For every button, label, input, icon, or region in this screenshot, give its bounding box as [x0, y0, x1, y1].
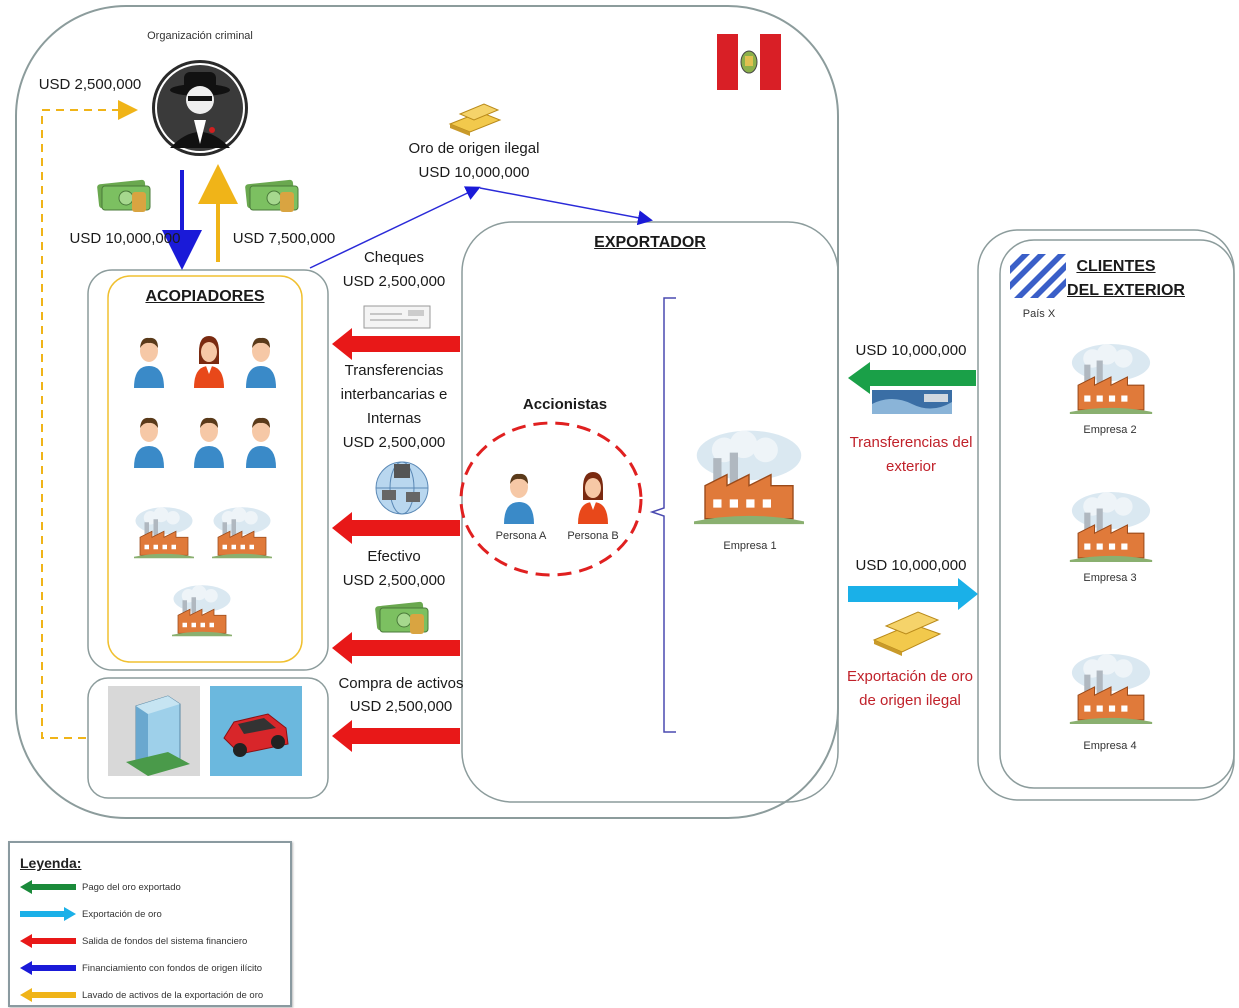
- transfer-label-3: Internas: [366, 410, 422, 427]
- clientes-inner-box: [999, 239, 1235, 789]
- legend-arrow-icon: [20, 880, 76, 894]
- legend-arrow-icon: [20, 988, 76, 1002]
- person-icon: [502, 470, 536, 531]
- factory-icon: [1064, 652, 1158, 729]
- car-icon: [210, 686, 302, 776]
- out-label-2: de origen ilegal: [859, 692, 961, 709]
- person-b-label: Persona B: [567, 530, 619, 542]
- acopiadores-outer-box: [87, 269, 329, 671]
- gold-bar-icon: [448, 103, 502, 136]
- acopiadores-title: ACOPIADORES: [145, 288, 265, 305]
- person-icon: [132, 334, 166, 395]
- blue-thin-arrow-1: [309, 186, 481, 269]
- activos-label: Compra de activos: [338, 675, 464, 692]
- factory-icon: [694, 426, 804, 531]
- client-company-label: Empresa 2: [1083, 424, 1137, 436]
- person-icon: [132, 414, 166, 475]
- person-icon: [244, 334, 278, 395]
- legend-item: Salida de fondos del sistema financiero: [20, 933, 247, 949]
- out-amount-label: USD 10,000,000: [855, 557, 967, 574]
- factory-icon: [1064, 342, 1158, 419]
- in-label-2: exterior: [885, 458, 937, 475]
- efectivo-label: Efectivo: [367, 548, 421, 565]
- network-icon: [375, 461, 429, 515]
- gold-bar-icon: [872, 611, 942, 656]
- legend-item: Exportación de oro: [20, 906, 162, 922]
- legend-item-label: Exportación de oro: [82, 908, 162, 920]
- country-flag-icon: [1010, 254, 1066, 298]
- shareholders-circle: [459, 421, 643, 577]
- clientes-title-2: DEL EXTERIOR: [1067, 282, 1185, 299]
- client-company-label: Empresa 3: [1083, 572, 1137, 584]
- legend-item-label: Pago del oro exportado: [82, 881, 181, 893]
- person-icon: [192, 414, 226, 475]
- company-bracket: [649, 297, 676, 733]
- activos-amount: USD 2,500,000: [349, 698, 453, 715]
- legend-arrow-icon: [20, 961, 76, 975]
- efectivo-amount: USD 2,500,000: [342, 572, 446, 589]
- factory-icon: [134, 504, 194, 565]
- legend-item-label: Salida de fondos del sistema financiero: [82, 935, 248, 947]
- legend-item-label: Financiamiento con fondos de origen ilíc…: [82, 962, 263, 974]
- org-label: Organización criminal: [147, 30, 253, 42]
- cheques-amount: USD 2,500,000: [342, 273, 446, 290]
- legend-item: Pago del oro exportado: [20, 879, 181, 895]
- transfer-amount: USD 2,500,000: [342, 434, 446, 451]
- person-icon: [192, 334, 226, 395]
- person-icon: [244, 414, 278, 475]
- factory-icon: [212, 504, 272, 565]
- transfer-icon: [872, 390, 952, 414]
- gold-label: Oro de origen ilegal: [408, 140, 540, 157]
- assets-box: [87, 677, 329, 799]
- money-icon: [245, 179, 299, 212]
- gold-amount-label: USD 10,000,000: [418, 164, 530, 181]
- cheque-icon: [363, 305, 431, 329]
- legend-arrow-icon: [20, 934, 76, 948]
- exportador-title: EXPORTADOR: [594, 234, 706, 251]
- building-icon: [108, 686, 200, 776]
- person-icon: [576, 470, 610, 531]
- client-company-label: Empresa 4: [1083, 740, 1137, 752]
- acopiadores-inner-box: [107, 275, 303, 663]
- green-arrow: [848, 362, 976, 394]
- legend-item: Lavado de activos de la exportación de o…: [20, 987, 263, 1003]
- up-amount-label: USD 7,500,000: [232, 230, 336, 247]
- country-label: País X: [1022, 308, 1056, 320]
- person-a-label: Persona A: [495, 530, 547, 542]
- money-icon: [97, 179, 151, 212]
- cheques-label: Cheques: [363, 249, 425, 266]
- usd-left-label: USD 2,500,000: [38, 76, 142, 93]
- clientes-title-1: CLIENTES: [1076, 258, 1156, 275]
- empresa-1-label: Empresa 1: [723, 540, 777, 552]
- factory-icon: [172, 582, 232, 643]
- factory-icon: [1064, 490, 1158, 567]
- legend-item: Financiamiento con fondos de origen ilíc…: [20, 960, 262, 976]
- legend-item-label: Lavado de activos de la exportación de o…: [82, 989, 264, 1001]
- legend-title: Leyenda:: [20, 855, 82, 871]
- in-label-1: Transferencias del: [849, 434, 973, 451]
- in-amount-label: USD 10,000,000: [855, 342, 967, 359]
- cyan-arrow: [848, 578, 978, 610]
- transfer-label-2: interbancarias e: [340, 386, 448, 403]
- money-icon: [375, 601, 429, 634]
- red-arrows: [332, 328, 460, 752]
- gold-dashed-loop: [41, 100, 138, 739]
- peru-flag-icon: [717, 34, 781, 90]
- legend-arrow-icon: [20, 907, 76, 921]
- criminal-icon: [152, 60, 248, 156]
- blue-thin-arrow-2: [479, 187, 653, 226]
- transfer-label-1: Transferencias: [344, 362, 444, 379]
- down-amount-label: USD 10,000,000: [69, 230, 181, 247]
- out-label-1: Exportación de oro: [847, 668, 973, 685]
- shareholders-label: Accionistas: [522, 396, 608, 413]
